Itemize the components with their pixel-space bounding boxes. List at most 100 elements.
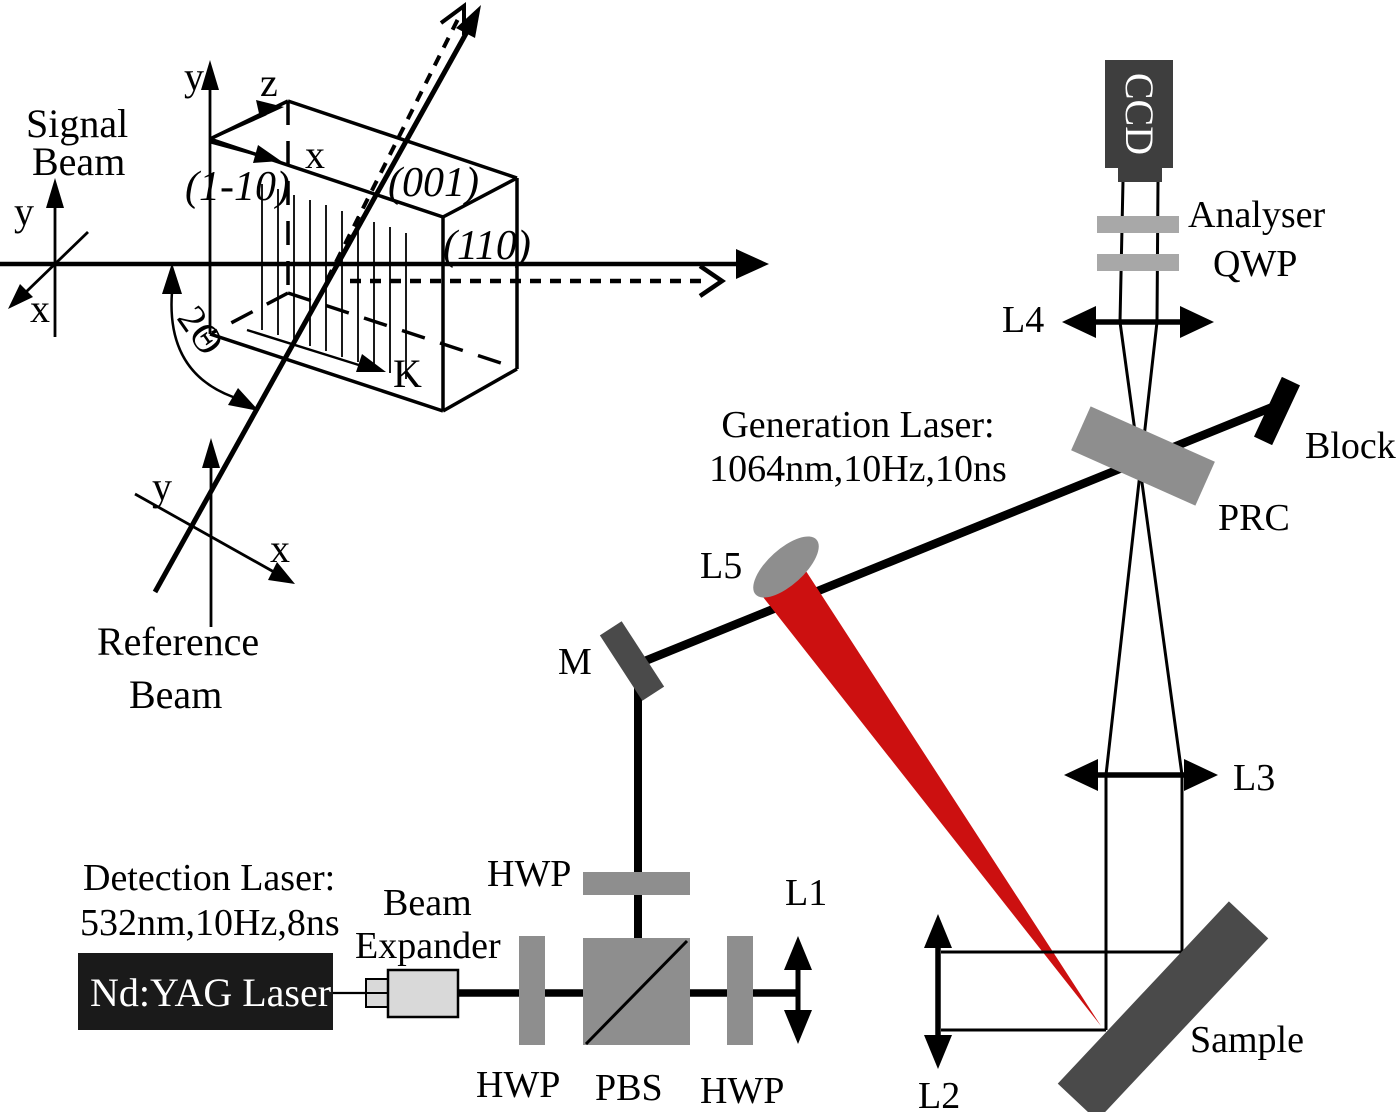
analyser-label: Analyser — [1188, 194, 1326, 236]
arrowhead-icon — [268, 562, 295, 584]
lens-arrowhead-icon — [1180, 306, 1214, 338]
lens-arrowhead-icon — [784, 936, 812, 970]
reference-x-label: x — [270, 526, 290, 571]
l3-label: L3 — [1233, 757, 1275, 799]
signal-x-axis — [25, 230, 89, 294]
crystal-x-label: x — [305, 132, 325, 177]
qwp-label: QWP — [1213, 243, 1297, 285]
arrowhead-downright-icon — [228, 388, 259, 411]
face-right-label: (110) — [443, 223, 531, 269]
transmitted-beam-dashed-arrow — [350, 264, 726, 298]
probe-beam-rays — [941, 180, 1184, 1032]
detection-laser-line2: 532nm,10Hz,8ns — [80, 902, 340, 944]
reference-x-axis — [134, 492, 275, 574]
crystal-inset: 2Θ — [0, 2, 769, 717]
ccd-camera: CCD — [1105, 60, 1173, 182]
hwp-right-label: HWP — [700, 1070, 784, 1112]
l2-label: L2 — [918, 1075, 960, 1112]
hwp-left-plate — [519, 936, 545, 1045]
signal-beam-label-1: Signal — [26, 101, 128, 146]
expander-coupler — [365, 992, 389, 1008]
lens-arrowhead-icon — [784, 1010, 812, 1044]
arrowhead-icon — [356, 354, 386, 372]
ccd-mount — [1118, 168, 1162, 182]
lens-l5 — [753, 536, 819, 598]
detection-laser-unit: Nd:YAG Laser Beam Expander Detection Las… — [78, 857, 501, 1030]
arrowhead-icon — [8, 284, 33, 309]
crystal-x-axis — [209, 140, 259, 157]
angle-label: 2Θ — [169, 297, 234, 363]
ccd-label: CCD — [1117, 73, 1162, 155]
crystal-z-axis — [209, 112, 267, 141]
arrowhead-up-icon — [202, 438, 220, 468]
reference-beam-axes: y x Reference Beam — [97, 438, 295, 717]
face-top-label: (001) — [388, 160, 479, 206]
generation-laser-line1: Generation Laser: — [721, 404, 994, 446]
lens-l3: L3 — [1064, 757, 1275, 799]
signal-beam-label-2: Beam — [32, 139, 125, 184]
crystal-edge — [287, 99, 518, 180]
signal-y-label: y — [14, 189, 34, 234]
angle-arc — [170, 291, 234, 399]
lens-arrowhead-icon — [924, 1035, 952, 1069]
generation-laser-line2: 1064nm,10Hz,10ns — [709, 448, 1007, 490]
polarization-optics: HWP HWP PBS HWP — [476, 853, 784, 1112]
pbs-label: PBS — [595, 1067, 663, 1109]
diffracted-beam-dashed-arrow — [325, 2, 466, 281]
crystal-z-label: z — [260, 60, 278, 105]
analyser-plate — [1097, 216, 1179, 233]
arrowhead-icon — [253, 145, 281, 163]
grating-vector-arrow: K — [246, 328, 422, 396]
reference-beam-line — [152, 28, 471, 594]
lens-arrowhead-icon — [1184, 759, 1218, 791]
crystal-edge — [209, 332, 444, 413]
l5-label: L5 — [700, 545, 742, 587]
beam-expander-label-2: Expander — [355, 925, 501, 967]
reference-beam-label-2: Beam — [129, 672, 222, 717]
beam-expander-label-1: Beam — [383, 882, 472, 924]
detection-laser-line1: Detection Laser: — [83, 857, 335, 899]
face-left-label: (1-10) — [185, 164, 290, 210]
beam-expander-box — [386, 968, 460, 1019]
crystal-axes: y z x — [184, 54, 325, 334]
signal-beam-arrow — [0, 249, 769, 279]
chevron-arrowhead-icon — [439, 2, 466, 35]
expander-coupler — [365, 978, 389, 994]
setup-diagram: CCD Analyser QWP L4 PRC Block L3 L5 — [78, 60, 1396, 1112]
mirror-m — [599, 621, 665, 701]
k-vector-label: K — [393, 351, 422, 396]
prc-label: PRC — [1218, 497, 1290, 539]
pbs-diagonal — [584, 939, 689, 1046]
hwp-top-plate — [583, 872, 690, 895]
grating-fringes — [261, 184, 407, 379]
reference-y-label: y — [152, 464, 172, 509]
probe-ray — [1118, 180, 1184, 952]
sample-label: Sample — [1190, 1019, 1304, 1061]
lens-arrowhead-icon — [1062, 306, 1096, 338]
l4-label: L4 — [1002, 299, 1044, 341]
dashed-diagonal-line — [325, 18, 460, 281]
ndyag-laser-box — [78, 953, 333, 1030]
ndyag-label: Nd:YAG Laser — [90, 970, 331, 1015]
hwp-right-plate — [727, 936, 753, 1045]
lens-arrowhead-icon — [924, 914, 952, 948]
k-vector-line — [246, 328, 363, 368]
lens-l2: L2 — [918, 914, 960, 1112]
lens-l4: L4 — [1002, 299, 1214, 341]
crystal-edge — [442, 367, 518, 413]
arrowhead-up-icon — [46, 178, 64, 208]
crystal-hidden-edge — [211, 291, 289, 335]
prc-crystal — [1071, 406, 1215, 506]
reference-beam-label-1: Reference — [97, 619, 259, 664]
crystal-edge — [442, 176, 518, 219]
generation-beam-cone — [763, 568, 1101, 1026]
arrowhead-right-icon — [736, 249, 769, 279]
ccd-body — [1105, 60, 1173, 168]
arrowhead-up-icon — [201, 60, 219, 90]
sample — [1057, 901, 1269, 1112]
signal-x-label: x — [30, 286, 50, 331]
hwp-top-label: HWP — [487, 853, 571, 895]
block-label: Block — [1305, 425, 1396, 467]
